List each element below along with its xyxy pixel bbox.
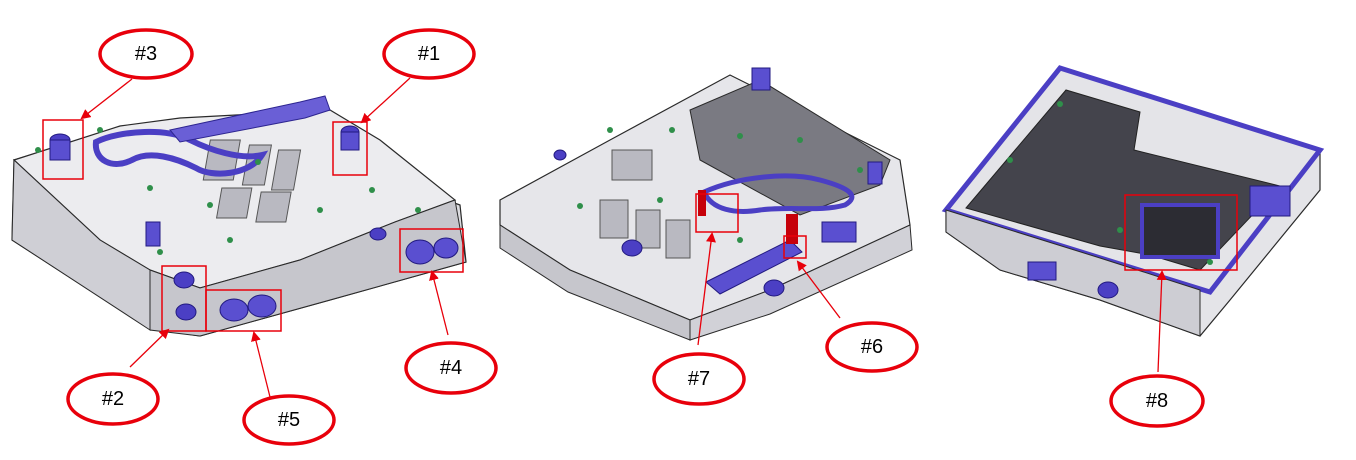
bolts-middle [577,127,863,243]
blue-pad-middle [821,221,857,243]
callout-1: #1 [382,28,476,80]
leader-6 [796,260,841,319]
tray-blue-block [1249,185,1291,217]
callout-4-label: #4 [440,357,462,379]
leader-2 [129,328,170,368]
callout-5: #5 [242,394,336,446]
callout-7-label: #7 [688,368,710,390]
bolts-left [35,127,421,255]
gasket-bracket [169,95,331,143]
callout-7: #7 [652,352,746,406]
callout-2: #2 [66,372,160,426]
tray-front-wall [945,209,1201,337]
leader-7 [697,232,716,346]
highlight-box-3 [42,119,84,180]
callout-1-label: #1 [418,43,440,65]
leader-8 [1156,270,1167,373]
housing-view-right [941,65,1325,337]
callout-8-label: #8 [1146,390,1168,412]
blue-tab-top [751,67,771,91]
callouts: #1 #2 #3 #4 #5 #6 #7 #8 [66,28,1205,446]
callout-6-label: #6 [861,336,883,358]
callout-3-label: #3 [135,43,157,65]
gasket-seal-middle [700,173,855,214]
highlight-box-1 [332,121,368,176]
blue-tab-right [867,161,883,185]
highlight-box-5 [205,289,282,332]
housing-view-left [11,95,467,337]
callout-3: #3 [98,28,194,80]
callout-2-label: #2 [102,388,124,410]
bolts-right [1007,101,1213,265]
tray-blue-pad [1027,261,1057,281]
callout-8: #8 [1109,374,1205,428]
tray-window [1140,203,1220,259]
red-strip-6 [786,214,798,244]
tray-port [1097,281,1119,299]
leader-5 [251,331,271,398]
leader-4 [429,270,449,336]
red-strip-7 [698,190,706,216]
callout-6: #6 [825,321,919,373]
blue-port-middle-a [621,239,643,257]
highlight-box-6 [783,235,807,259]
highlight-box-8 [1124,194,1238,271]
callout-4: #4 [404,341,498,395]
blue-port-middle-b [763,279,785,297]
gasket-seal [92,128,269,177]
blue-bracket-middle [705,239,803,295]
callout-5-label: #5 [278,409,300,431]
leader-1 [360,77,411,124]
blue-ports-left [49,125,459,322]
housing-view-middle [499,67,913,341]
highlight-box-7 [695,193,739,233]
leader-lines [80,77,1167,398]
blue-port-middle-c [553,149,567,161]
leader-3 [80,78,133,120]
internal-ribs-middle [599,149,691,259]
